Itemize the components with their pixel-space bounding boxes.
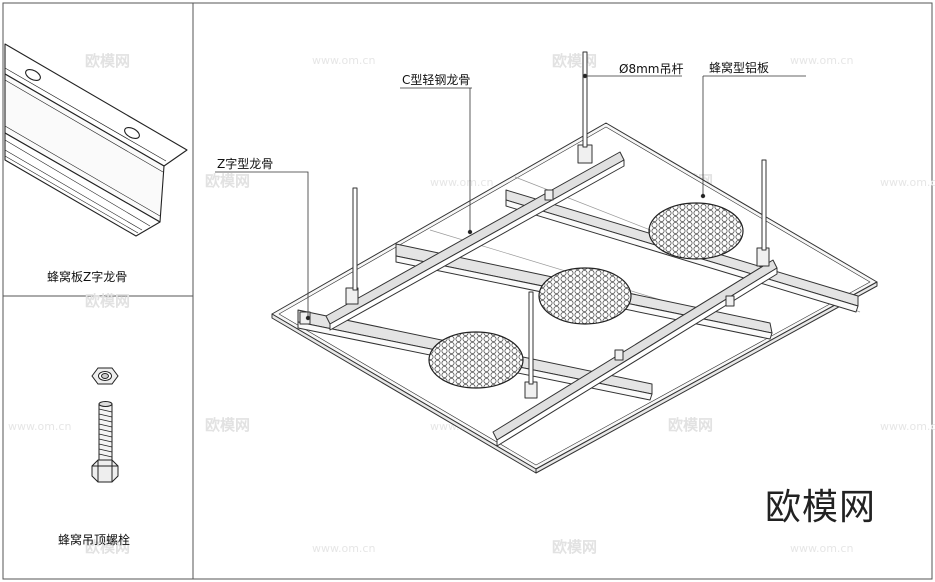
bolt-illustration — [91, 367, 119, 483]
z-profile-caption: 蜂窝板Z字龙骨 — [47, 269, 127, 284]
ceiling-assembly — [271, 51, 878, 474]
nut-icon — [91, 367, 119, 385]
watermark-url: www.om.cn — [880, 420, 935, 433]
honeycomb-panels — [428, 202, 744, 389]
watermark-logo: 欧模网 — [85, 538, 130, 556]
watermark-logo: 欧模网 — [85, 292, 130, 310]
label-rod: Ø8mm吊杆 — [619, 62, 683, 76]
watermark-url: www.om.cn — [312, 542, 375, 555]
watermark-logo: 欧模网 — [552, 52, 597, 70]
watermark-logo: 欧模网 — [85, 52, 130, 70]
label-z-keel: Z字型龙骨 — [217, 156, 273, 171]
watermark-url: www.om.cn — [430, 176, 493, 189]
watermark-logo: 欧模网 — [552, 538, 597, 556]
bolt-caption: 蜂窝吊顶螺栓 — [58, 532, 130, 547]
watermark-url: www.om.cn — [790, 54, 853, 67]
watermark-url: www.om.cn — [880, 176, 935, 189]
watermark-logo: 欧模网 — [205, 416, 250, 434]
z-profile-illustration — [4, 43, 188, 237]
label-panel: 蜂窝型铝板 — [709, 60, 769, 75]
watermark-url: www.om.cn — [8, 420, 71, 433]
label-c-channel: C型轻钢龙骨 — [402, 73, 470, 87]
watermark-url: www.om.cn — [790, 542, 853, 555]
brand-logo-text: 欧模网 — [765, 487, 876, 528]
watermark-logo: 欧模网 — [668, 416, 713, 434]
watermark-logo: 欧模网 — [205, 172, 250, 190]
suspension-rods — [352, 51, 767, 385]
callouts — [215, 73, 806, 321]
watermark-url: www.om.cn — [312, 54, 375, 67]
